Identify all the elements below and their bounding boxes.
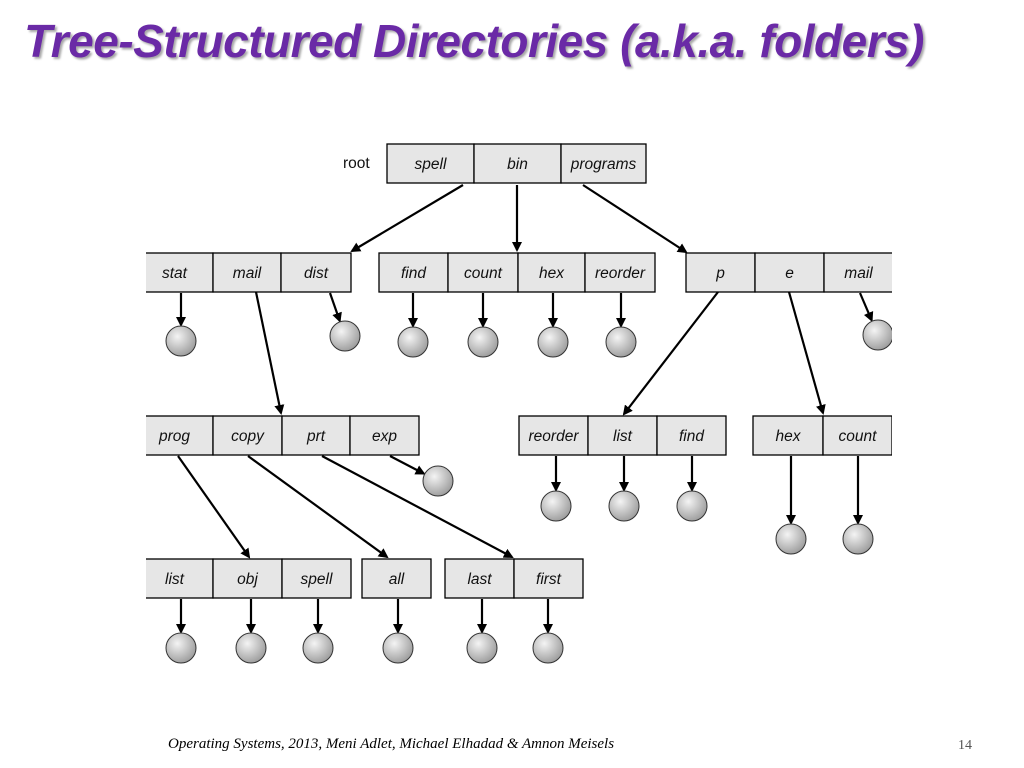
link-arrow [787, 291, 826, 415]
directory-entry-label: obj [237, 571, 258, 588]
file-node [540, 490, 572, 522]
file-node [605, 326, 637, 358]
file-node [422, 465, 454, 497]
link-arrow [254, 291, 285, 415]
directory-entry-label: find [401, 265, 427, 282]
directory-cell [560, 143, 647, 184]
directory-entry-label: count [839, 428, 878, 445]
root-label: root [343, 155, 370, 172]
file-node [676, 490, 708, 522]
directory-cell [822, 415, 892, 456]
directory-entry-label: hex [539, 265, 565, 282]
directory-entry-label: copy [231, 428, 265, 445]
link-arrow [622, 291, 719, 416]
file-node [537, 326, 569, 358]
directory-cell [361, 558, 432, 599]
directory-entry-label: count [464, 265, 503, 282]
directory-entry-label: list [165, 571, 185, 588]
directory-cell [513, 558, 584, 599]
directory-copy-dir: all [361, 558, 432, 599]
file-node [532, 632, 564, 664]
directory-entry-label: prog [158, 428, 190, 445]
file-node [842, 523, 874, 555]
footer-credit: Operating Systems, 2013, Meni Adlet, Mic… [168, 736, 615, 752]
directory-p-dir: reorder list find [518, 415, 727, 456]
directory-prt-dir: last first [444, 558, 584, 599]
file-node [862, 319, 892, 351]
file-node [165, 632, 197, 664]
directory-cell [212, 415, 283, 456]
directory-entry-label: stat [162, 265, 188, 282]
link-arrow [321, 455, 514, 558]
directory-entry-label: programs [570, 156, 637, 173]
directory-cell [146, 252, 214, 293]
file-node [329, 320, 361, 352]
directory-entry-label: exp [372, 428, 397, 445]
directory-entry-label: e [785, 265, 794, 282]
directory-cell [444, 558, 515, 599]
file-node [775, 523, 807, 555]
directory-entry-label: spell [415, 156, 447, 173]
directory-cell [754, 252, 825, 293]
directory-cell [584, 252, 656, 293]
directory-entry-label: first [536, 571, 562, 588]
file-node [382, 632, 414, 664]
directory-root: spell bin programs [386, 143, 647, 184]
directory-entry-label: hex [776, 428, 802, 445]
directory-mail-dir: prog copy prt exp [146, 415, 420, 456]
directory-cell [823, 252, 892, 293]
file-node [608, 490, 640, 522]
directory-entry-label: reorder [529, 428, 580, 445]
directory-cell [212, 252, 282, 293]
directory-entry-label: find [679, 428, 705, 445]
directory-e-dir: hex count [752, 415, 892, 456]
link-arrow [247, 455, 389, 559]
link-arrow [350, 184, 464, 253]
link-arrow [582, 184, 688, 254]
directory-cell [386, 143, 475, 184]
directory-entry-label: mail [233, 265, 262, 282]
directory-entry-label: last [467, 571, 492, 588]
directory-cell [752, 415, 824, 456]
directory-prog-dir: list obj spell [146, 558, 352, 599]
directory-entry-label: spell [301, 571, 333, 588]
file-arrow [858, 292, 874, 323]
directory-entry-label: reorder [595, 265, 646, 282]
directory-cell [146, 415, 214, 456]
file-arrow [328, 292, 342, 323]
directory-cell [656, 415, 727, 456]
file-arrow [389, 455, 426, 475]
directory-cell [281, 558, 352, 599]
directory-entry-label: list [613, 428, 633, 445]
directory-entry-label: all [389, 571, 405, 588]
directory-programs-dir: p e mail [685, 252, 892, 293]
directory-entry-label: bin [507, 156, 528, 173]
directory-bin-dir: find count hex reorder [378, 252, 656, 293]
file-node [467, 326, 499, 358]
page-number: 14 [958, 738, 972, 753]
directory-cell [378, 252, 449, 293]
file-node [466, 632, 498, 664]
directory-entry-label: prt [306, 428, 326, 445]
file-node [235, 632, 267, 664]
file-node [302, 632, 334, 664]
directory-cell [473, 143, 562, 184]
file-node [397, 326, 429, 358]
directory-spell-dir: stat mail dist [146, 252, 352, 293]
directory-cell [349, 415, 420, 456]
directory-cell [281, 415, 351, 456]
directory-entry-label: p [715, 265, 725, 282]
directory-entry-label: dist [304, 265, 329, 282]
directory-cell [146, 558, 214, 599]
directory-cell [280, 252, 352, 293]
slide-title: Tree-Structured Directories (a.k.a. fold… [24, 15, 925, 67]
file-node [165, 325, 197, 357]
link-arrow [177, 455, 251, 559]
directory-entry-label: mail [844, 265, 873, 282]
